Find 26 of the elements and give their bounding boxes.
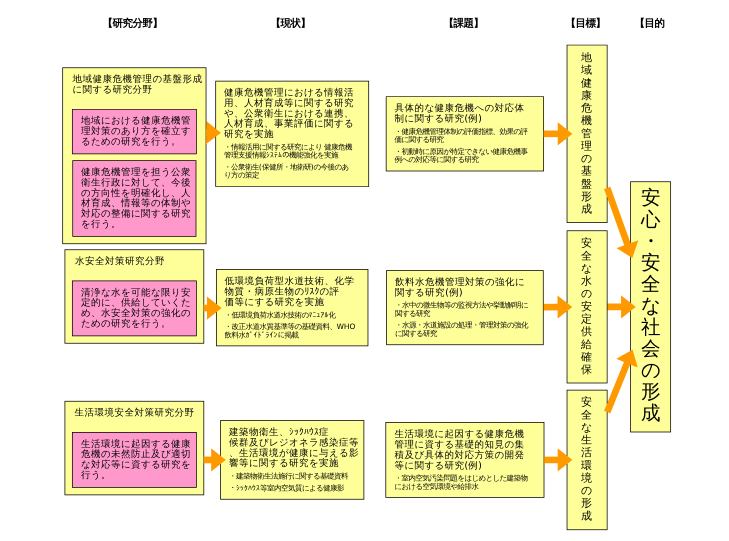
node-box: 地域健康危機管理の基盤形成 bbox=[566, 44, 608, 223]
label: 【現状】 bbox=[270, 18, 310, 30]
node-box: 健康危機管理を担う公衆衛生行政に対して、今後の方向性を明確化し、人材育成、情報等の体制や対応の整備に関する研究を行う。 bbox=[72, 160, 196, 237]
node-box: 低環境負荷型水道技術、化学物質・病原生物のﾘｽｸの評価等にする研究を実施 ・低環境負荷水道水技術のﾏﾆｭｱﾙ化 ・改正水道水質基準等の基礎資料、WHO飲料水ｶﾞｲﾄﾞﾗｲﾝに掲載 bbox=[216, 269, 368, 346]
label: 【目的 bbox=[634, 18, 664, 30]
arrow bbox=[544, 448, 572, 472]
label: 【目標】 bbox=[565, 18, 606, 30]
arrow bbox=[604, 350, 638, 414]
node-box: 飲料水危機管理対策の強化に関する研究(例) ・水中の微生物等の監視方法や挙動解明に関する研究 ・水源・水道施設の処理・管理対策の強化に関する研究 bbox=[386, 270, 544, 346]
node-box: 地域における健康危機管理対策のあり方を確立するための研究を行う。 bbox=[71, 108, 196, 154]
node-box: 具体的な健康危機への対応体制に関する研究(例) ・健康危機管理体制の評価指標、効果の評価に関する研究 ・初動時に原因が特定できない健康危機事例への対応等に関する研究 bbox=[385, 96, 544, 172]
label: 【課題】 bbox=[442, 18, 483, 30]
node-box: 安全な生活環境の形成 bbox=[566, 390, 608, 530]
node-box: 清浄な水を可能な限り安定的に、供給していくため、水安全対策の強化のための研究を行う。 bbox=[71, 280, 196, 336]
arrow bbox=[542, 296, 572, 319]
arrow bbox=[203, 448, 226, 472]
node-box: 安心・安全な社会の形成 bbox=[630, 181, 671, 432]
arrow bbox=[543, 122, 572, 146]
node-box: 健康危機管理における情報活用、人材育成等に関する研究や、公衆衛生における連携、人材育成、事業評価に関する研究を実施 ・情報活用に関する研究により 健康危機管理支援情報ｼｽﾃﾑの機能強化を実施 ・公衆衛生(保健所・地衛研)の今後のあり方の策定 bbox=[214, 80, 369, 187]
node-box: 安全な水の安定供給確保 bbox=[566, 230, 608, 384]
node-box: 建築物衛生、ｼｯｸﾊｳｽ症候群及びレジオネラ感染症等、生活環境が健康に与える影響等に関する研究を実施 ・建築物衛生法施行に関する基礎資料 ・ｼｯｸﾊｳｽ等室内空気質による健康影 bbox=[220, 420, 364, 500]
arrow bbox=[604, 186, 638, 258]
node-box: 生活環境に起因する健康危機管理に資する基礎的知見の集積及び具体的対応方策の開発等に関する研究(例) ・室内空気汚染問題をはじめとした建築物における空気環境や給排水 bbox=[384, 422, 544, 498]
arrow bbox=[606, 295, 636, 318]
node-box: 生活環境に起因する健康危機の未然防止及び適切な対応等に資する研究を行う。 bbox=[71, 432, 196, 488]
label: 【研究分野】 bbox=[102, 18, 162, 30]
